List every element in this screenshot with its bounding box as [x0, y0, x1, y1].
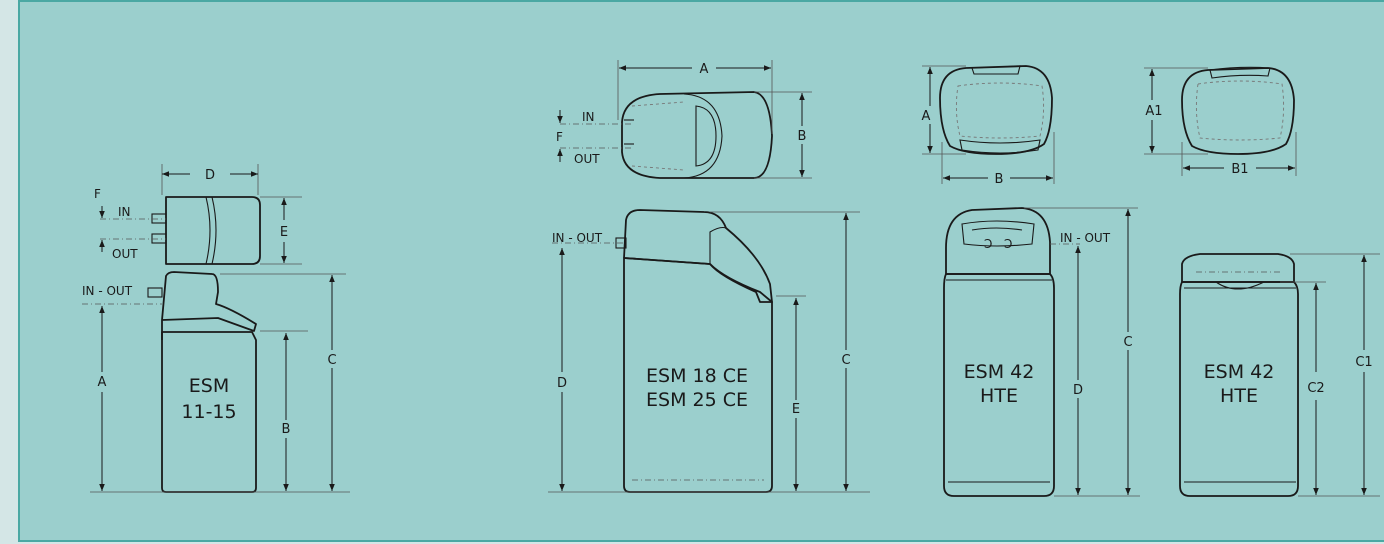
esm-42-hte-a-label-c: C — [1123, 335, 1132, 350]
esm-11-15-label-f: F — [94, 187, 101, 201]
esm-42-hte-b-label-b1: B1 — [1231, 162, 1248, 177]
esm-42-hte-b-model-line-1: ESM 42 — [1204, 361, 1275, 383]
esm-11-15-label-in: IN — [118, 205, 131, 219]
esm-11-15-label-a: A — [98, 375, 107, 390]
esm-18-25-label-b: B — [798, 129, 807, 144]
esm-18-25-label-f: F — [556, 130, 563, 144]
esm-18-25-label-d: D — [557, 376, 567, 391]
esm-18-25-label-out: OUT — [574, 152, 600, 166]
esm-42-hte-b-model-line-2: HTE — [1220, 385, 1258, 407]
esm-42-hte-top-view-b: A1 B1 — [1144, 66, 1297, 177]
esm-42-hte-side-view-b: ESM 42 HTE C2 C1 — [1179, 253, 1380, 497]
esm-42-hte-top-view-a: A B — [922, 65, 1055, 187]
esm-18-25-model-line-1: ESM 18 CE — [646, 365, 748, 387]
esm-18-25-label-in: IN — [582, 110, 595, 124]
esm-42-hte-a-label-b: B — [995, 172, 1004, 187]
esm-42-hte-a-label-d: D — [1073, 383, 1083, 398]
esm-18-25-label-c: C — [841, 353, 850, 368]
esm-11-15-label-out: OUT — [112, 247, 138, 261]
esm-18-25-label-e: E — [792, 402, 800, 417]
esm-42-hte-a-knob-right-icon: Ↄ — [1004, 237, 1012, 251]
esm-42-hte-a-label-a: A — [922, 109, 931, 124]
esm-18-25-model-line-2: ESM 25 CE — [646, 389, 748, 411]
esm-11-15-model-line-2: 11-15 — [181, 401, 236, 423]
esm-42-hte-b-label-c2: C2 — [1307, 381, 1324, 396]
esm-11-15-label-in-out: IN - OUT — [82, 284, 133, 298]
esm-11-15-side-view: IN - OUT ESM 11-15 A B C — [82, 271, 350, 493]
esm-42-hte-drawing-b: A1 B1 ESM 42 HTE C2 — [1144, 66, 1380, 497]
esm-42-hte-drawing-a: A B Ↄ Ↄ IN - OUT ESM 42 HTE D — [922, 65, 1140, 497]
esm-42-hte-a-label-in-out: IN - OUT — [1060, 231, 1111, 245]
esm-11-15-drawing: D E F IN OUT IN - OUT ESM 11-15 — [82, 164, 350, 493]
esm-18-25-side-view: IN - OUT ESM 18 CE ESM 25 CE D E C — [548, 209, 870, 493]
esm-18-25-drawing: A B F IN OUT IN - OUT ESM 18 CE ESM 25 C… — [548, 60, 870, 493]
esm-42-hte-a-knob-left-icon: Ↄ — [984, 237, 992, 251]
esm-18-25-top-view: A B F IN OUT — [556, 60, 812, 179]
dimensions-panel: D E F IN OUT IN - OUT ESM 11-15 — [18, 0, 1384, 542]
esm-42-hte-b-label-a1: A1 — [1145, 104, 1162, 119]
esm-18-25-label-in-out: IN - OUT — [552, 231, 603, 245]
esm-11-15-label-d: D — [205, 168, 215, 183]
esm-11-15-label-b: B — [282, 422, 291, 437]
esm-18-25-label-a: A — [700, 62, 709, 77]
esm-11-15-model-line-1: ESM — [189, 375, 229, 397]
esm-42-hte-b-label-c1: C1 — [1355, 355, 1372, 370]
esm-42-hte-side-view-a: Ↄ Ↄ IN - OUT ESM 42 HTE D C — [943, 207, 1140, 497]
dimension-drawings: D E F IN OUT IN - OUT ESM 11-15 — [82, 60, 1380, 497]
esm-42-hte-a-model-line-1: ESM 42 — [964, 361, 1035, 383]
esm-11-15-label-c: C — [327, 353, 336, 368]
esm-11-15-top-view: D E F IN OUT — [94, 164, 302, 265]
esm-42-hte-a-model-line-2: HTE — [980, 385, 1018, 407]
esm-11-15-label-e: E — [280, 225, 288, 240]
